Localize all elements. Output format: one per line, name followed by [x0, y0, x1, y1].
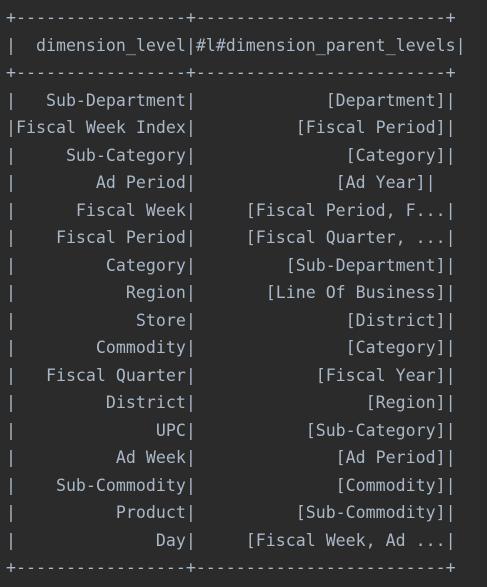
table-row: | Sub-Department| [Department]|	[6, 90, 456, 110]
table-row: | Ad Week| [Ad Period]|	[6, 448, 456, 467]
table-row: | Store| [District]|	[6, 310, 456, 330]
table-row: | Day| [Fiscal Week, Ad ...|	[6, 530, 456, 550]
table-row: | Fiscal Period| [Fiscal Quarter, ...|	[6, 228, 456, 247]
table-row: | Commodity| [Category]|	[6, 338, 456, 357]
table-header-row: | dimension_level|#l#dimension_parent_le…	[6, 35, 466, 55]
table-border-top: +-----------------+---------------------…	[6, 8, 456, 27]
table-row: |Fiscal Week Index| [Fiscal Period]|	[6, 118, 456, 137]
table-border-bottom: +-----------------+---------------------…	[6, 558, 456, 577]
table-row: | District| [Region]|	[6, 393, 456, 412]
table-row: | Product| [Sub-Commodity]|	[6, 503, 456, 522]
dataframe-table: +-----------------+---------------------…	[6, 4, 466, 582]
table-row: | Region| [Line Of Business]|	[6, 283, 456, 302]
table-border-header: +-----------------+---------------------…	[6, 63, 456, 82]
table-row: | Category| [Sub-Department]|	[6, 255, 456, 275]
table-row: | Sub-Category| [Category]|	[6, 145, 456, 165]
table-row: | Sub-Commodity| [Commodity]|	[6, 475, 456, 495]
table-row: | Fiscal Quarter| [Fiscal Year]|	[6, 365, 456, 385]
table-row: | Ad Period| [Ad Year]|	[6, 173, 436, 192]
table-row: | Fiscal Week| [Fiscal Period, F...|	[6, 200, 456, 220]
table-row: | UPC| [Sub-Category]|	[6, 420, 456, 440]
